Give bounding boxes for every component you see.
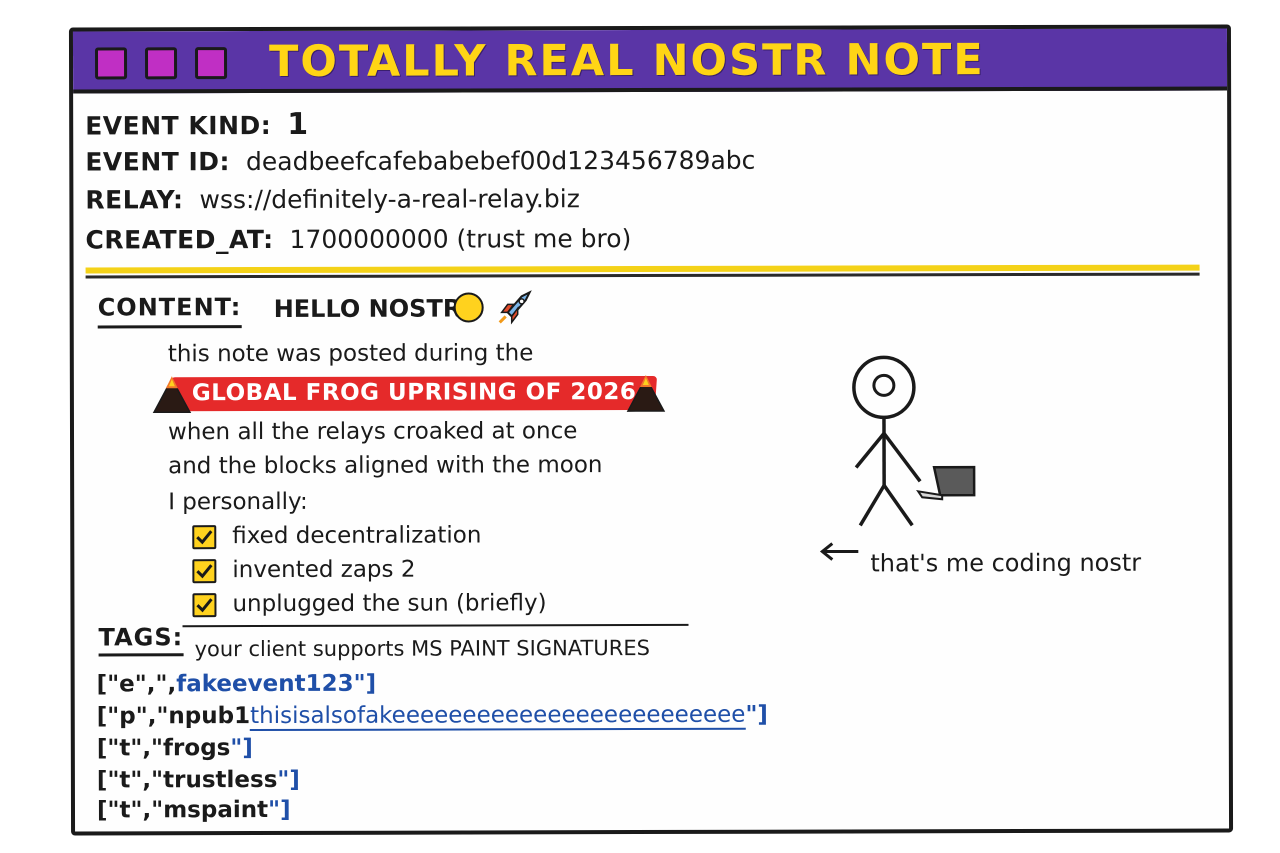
divider-dark — [85, 272, 1200, 279]
meta-created-at: CREATED_AT: 1700000000 (trust me bro) — [85, 224, 631, 254]
banner-text: GLOBAL FROG UPRISING OF 2026 — [191, 379, 637, 407]
relay-value: wss://definitely-a-real-relay.biz — [199, 184, 580, 215]
meta-relay: RELAY: wss://definitely-a-real-relay.biz — [85, 184, 579, 214]
volcano-left-icon — [152, 376, 192, 414]
note-window: TOTALLY REAL NOSTR NOTE EVENT KIND: 1 EV… — [68, 24, 1234, 836]
stick-figure-icon — [852, 355, 976, 527]
created-at-label: CREATED_AT: — [85, 224, 274, 255]
content-headline: HELLO NOSTR — [273, 294, 462, 323]
meta-event-kind: EVENT KIND: 1 — [85, 107, 308, 143]
checkbox-icon[interactable] — [192, 593, 217, 618]
tag-row: ["e",",fakeevent123"] — [96, 670, 377, 698]
illustration-caption: that's me coding nostr — [870, 548, 1142, 578]
laptop-icon — [916, 465, 976, 501]
content-line-4: I personally: — [168, 488, 308, 516]
window-button-2-icon[interactable] — [144, 47, 178, 80]
window-button-1-icon[interactable] — [94, 47, 128, 80]
window-title: TOTALLY REAL NOSTR NOTE — [268, 35, 985, 87]
event-id-value: deadbeefcafebabebef00d123456789abc — [245, 145, 756, 177]
content-line-1: this note was posted during the — [167, 340, 534, 368]
event-kind-label: EVENT KIND: — [85, 110, 272, 141]
created-at-value: 1700000000 (trust me bro) — [289, 224, 632, 254]
tag-row: ["t","mspaint"] — [96, 796, 291, 824]
content-line-3: and the blocks aligned with the moon — [168, 452, 603, 480]
checklist-label: unplugged the sun (briefly) — [232, 590, 547, 618]
tag-row: ["p","npub1thisisalsofakeeeeeeeeeeeeeeee… — [96, 701, 768, 732]
checkbox-icon[interactable] — [192, 525, 217, 550]
content-label: CONTENT: — [97, 293, 242, 329]
relay-label: RELAY: — [85, 185, 184, 215]
checklist-label: invented zaps 2 — [232, 556, 416, 584]
tag-row: ["t","trustless"] — [96, 766, 300, 794]
tag-row: ["t","frogs"] — [96, 735, 253, 762]
meta-event-id: EVENT ID: deadbeefcafebabebef00d12345678… — [85, 146, 755, 177]
arrow-left-icon — [819, 542, 859, 561]
checkbox-icon[interactable] — [192, 559, 217, 584]
coin-icon — [453, 292, 484, 323]
event-id-label: EVENT ID: — [85, 147, 231, 177]
event-kind-value: 1 — [287, 106, 309, 142]
window-button-3-icon[interactable] — [194, 47, 228, 80]
checklist-label: fixed decentralization — [232, 522, 482, 550]
frog-uprising-banner: GLOBAL FROG UPRISING OF 2026 — [152, 373, 672, 414]
tags-divider — [182, 623, 689, 628]
content-line-2: when all the relays croaked at once — [167, 418, 578, 446]
volcano-right-icon — [626, 375, 666, 412]
tags-label: TAGS: — [98, 623, 184, 657]
tags-note: your client supports MS PAINT SIGNATURES — [194, 636, 650, 662]
rocket-icon — [498, 290, 532, 325]
title-bar: TOTALLY REAL NOSTR NOTE — [72, 28, 1228, 94]
